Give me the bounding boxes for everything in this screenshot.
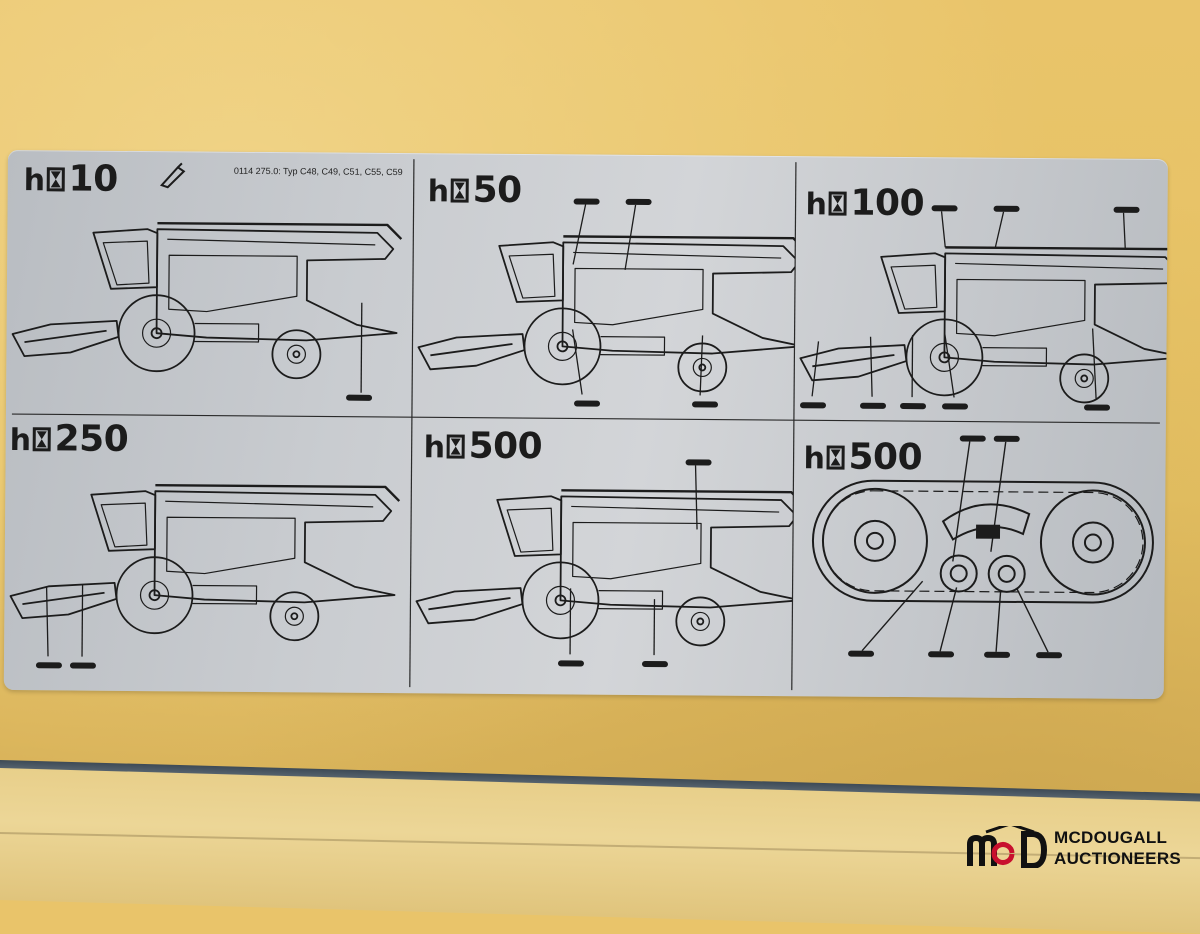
combine-harvester-illustration: [412, 153, 796, 420]
grease-gun-icon: [860, 403, 886, 409]
grease-gun-icon: [626, 199, 652, 205]
watermark-line-1: MCDOUGALL: [1054, 828, 1167, 848]
grease-gun-icons: [346, 395, 372, 401]
grease-gun-icon: [686, 459, 712, 465]
grease-gun-icon: [1084, 404, 1110, 410]
grease-gun-icon: [942, 403, 968, 409]
combine-harvester-illustration: [794, 156, 1168, 423]
grease-gun-icon: [994, 206, 1020, 212]
grease-gun-icon: [346, 395, 372, 401]
mcd-house-mark-icon: [966, 826, 1048, 868]
grease-gun-icon: [800, 402, 826, 408]
lubrication-chart-decal: 0114 275.0: Typ C48, C49, C51, C55, C59 …: [4, 150, 1168, 699]
grease-gun-icon: [1114, 207, 1140, 213]
grease-gun-icon: [574, 400, 600, 406]
track-drive-illustration: [792, 420, 1166, 693]
watermark-line-2: AUCTIONEERS: [1054, 849, 1181, 869]
grease-gun-icon: [558, 660, 584, 666]
grease-gun-icon: [900, 403, 926, 409]
grease-gun-icons: [572, 198, 720, 407]
grease-gun-icon: [932, 205, 958, 211]
grease-gun-icon: [692, 401, 718, 407]
grease-gun-icons: [36, 662, 96, 668]
combine-harvester-illustration: [410, 417, 794, 690]
grease-gun-icon: [642, 661, 668, 667]
combine-harvester-illustration: [4, 414, 412, 687]
mcdougall-watermark-logo: MCDOUGALL AUCTIONEERS: [966, 822, 1176, 872]
grease-gun-icon: [574, 198, 600, 204]
grease-gun-icons: [800, 204, 1140, 411]
grease-gun-icon: [70, 663, 96, 669]
grease-gun-icon: [36, 662, 62, 668]
combine-harvester-illustration: [6, 150, 414, 417]
